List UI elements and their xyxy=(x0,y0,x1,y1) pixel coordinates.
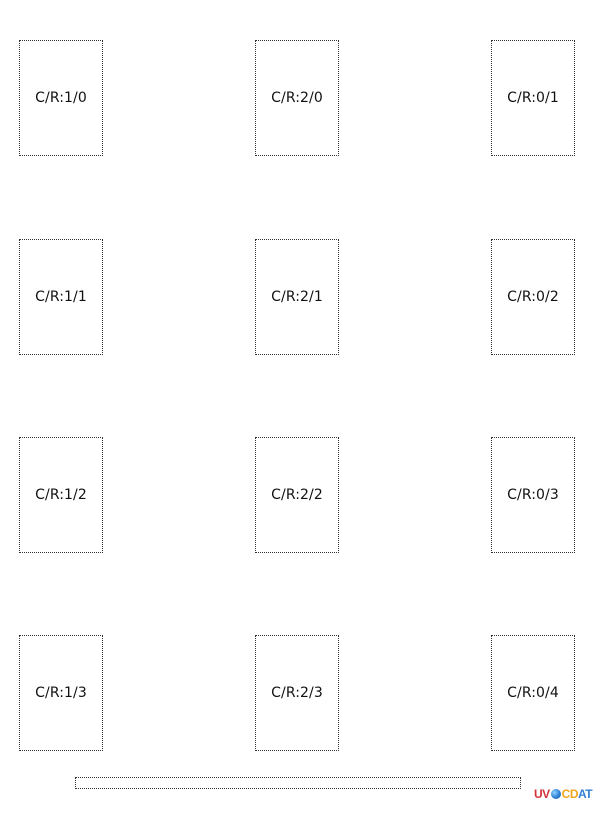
cell-label: C/R:2/0 xyxy=(271,90,323,106)
cell-col0-row3: C/R:0/3 xyxy=(491,437,575,553)
logo-cd: CD xyxy=(561,787,579,801)
cell-col0-row4: C/R:0/4 xyxy=(491,635,575,751)
cell-col2-row1: C/R:2/1 xyxy=(255,239,339,355)
cell-col1-row1: C/R:1/1 xyxy=(19,239,103,355)
cell-col0-row2: C/R:0/2 xyxy=(491,239,575,355)
cell-label: C/R:0/2 xyxy=(507,289,559,305)
uvcdat-logo: UV CDAT xyxy=(534,786,594,802)
cell-label: C/R:1/1 xyxy=(35,289,87,305)
cell-label: C/R:0/1 xyxy=(507,90,559,106)
cell-label: C/R:1/0 xyxy=(35,90,87,106)
cell-col1-row3: C/R:1/3 xyxy=(19,635,103,751)
cell-col1-row2: C/R:1/2 xyxy=(19,437,103,553)
cell-col1-row0: C/R:1/0 xyxy=(19,40,103,156)
cell-label: C/R:2/3 xyxy=(271,685,323,701)
cell-label: C/R:1/2 xyxy=(35,487,87,503)
logo-at: AT xyxy=(578,787,593,801)
colorbar-placeholder xyxy=(75,777,521,789)
cell-label: C/R:0/4 xyxy=(507,685,559,701)
cell-col2-row2: C/R:2/2 xyxy=(255,437,339,553)
globe-icon xyxy=(550,789,561,799)
cell-col2-row3: C/R:2/3 xyxy=(255,635,339,751)
cell-label: C/R:2/1 xyxy=(271,289,323,305)
logo-uv: UV xyxy=(534,787,550,801)
cell-col2-row0: C/R:2/0 xyxy=(255,40,339,156)
cell-col0-row1: C/R:0/1 xyxy=(491,40,575,156)
cell-label: C/R:2/2 xyxy=(271,487,323,503)
cell-label: C/R:1/3 xyxy=(35,685,87,701)
cell-label: C/R:0/3 xyxy=(507,487,559,503)
